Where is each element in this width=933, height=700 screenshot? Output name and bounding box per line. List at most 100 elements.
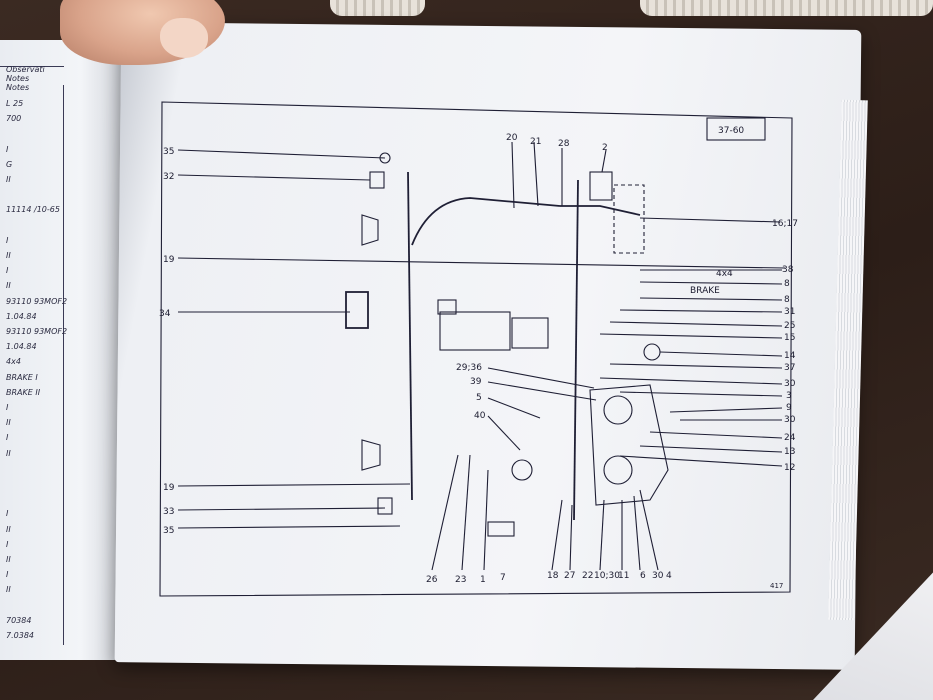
harness-branch	[411, 197, 561, 246]
diagram-label-top_labels: 20	[506, 133, 518, 143]
leader	[601, 149, 607, 173]
diagram-label-left_labels: 19	[163, 255, 175, 265]
leader	[431, 454, 459, 571]
diagram-label-bottom_labels: 30	[652, 571, 664, 581]
notes-line: II	[6, 281, 11, 291]
diagram-label-left_labels: 35	[163, 526, 174, 536]
leader	[639, 297, 783, 301]
notes-line: I	[6, 235, 9, 245]
diagram-frame	[159, 101, 793, 597]
diagram-label-right_labels: 16;17	[772, 219, 798, 229]
diagram-label-right_labels: 13	[784, 447, 795, 457]
relay-box	[613, 184, 645, 254]
gearbox-icon	[511, 317, 549, 349]
leader	[619, 309, 783, 313]
notes-line: II	[6, 524, 11, 534]
lamp-icon	[361, 439, 381, 471]
diagram-label-right_labels: 31	[784, 307, 795, 317]
notes-line: I	[6, 509, 9, 519]
wire	[639, 217, 781, 223]
indicator-icon	[643, 343, 661, 361]
leader	[639, 489, 659, 571]
label-4x4: 4x4	[716, 269, 733, 279]
leader	[639, 281, 783, 285]
leader	[599, 377, 783, 385]
main-trunk	[407, 171, 413, 501]
diagram-label-right_labels: 38	[782, 265, 794, 275]
diagram-label-top_labels: 28	[558, 139, 570, 149]
leader	[619, 455, 783, 467]
diagram-label-right_labels: 24	[784, 433, 796, 443]
leader	[487, 415, 521, 451]
page-number: 417	[770, 582, 783, 590]
leader	[633, 495, 641, 571]
wire	[177, 483, 411, 487]
notes-line: 7.0384	[6, 631, 34, 640]
diagram-label-right_labels: 8	[784, 279, 790, 289]
diagram-label-bottom_labels: 4	[666, 571, 672, 581]
notes-header-line: Notes	[6, 74, 30, 83]
diagram-label-mid_labels: 29;36	[456, 363, 482, 373]
fingernail	[160, 18, 208, 58]
notes-line: BRAKE I	[6, 372, 38, 382]
diagram-label-right_labels: 30	[784, 415, 796, 425]
diagram-label-left_labels: 34	[159, 309, 171, 319]
notes-header-rule	[0, 66, 64, 67]
switch-icon	[369, 171, 385, 189]
diagram-label-top_labels: 2	[602, 143, 608, 153]
diagram-label-right_labels: 3	[786, 391, 792, 401]
notes-line: I	[6, 266, 9, 276]
wire	[177, 507, 386, 511]
leader	[483, 469, 489, 571]
wire	[177, 257, 786, 269]
label-brake: BRAKE	[690, 286, 720, 296]
notes-line: I	[6, 433, 9, 443]
diagram-label-bottom_labels: 6	[640, 571, 646, 581]
diagram-label-right_labels: 25	[784, 321, 795, 331]
notes-line: II	[6, 585, 11, 595]
ref-box-label: 37-60	[718, 126, 744, 136]
leader	[569, 504, 573, 571]
diagram-label-right_labels: 15	[784, 333, 795, 343]
harness-branch	[560, 205, 641, 216]
notes-line: II	[6, 448, 11, 458]
ref-box	[706, 117, 766, 141]
leader	[511, 141, 515, 209]
leader	[619, 391, 783, 397]
notes-line: 93110 93MOF2	[6, 296, 68, 306]
notes-line: II	[6, 251, 11, 260]
leader	[649, 431, 783, 439]
switch-icon	[377, 497, 393, 515]
horn-icon	[345, 291, 369, 329]
notes-line: L 25	[6, 99, 24, 108]
notes-header-line: Observati	[6, 65, 45, 74]
leader	[669, 407, 783, 413]
notes-line: II	[6, 555, 11, 564]
connector-icon	[379, 152, 391, 164]
notes-line: BRAKE II	[6, 387, 41, 397]
notes-line: I	[6, 539, 9, 549]
notes-line: 1.04.84	[6, 342, 37, 352]
diagram-label-bottom_labels: 11	[618, 571, 629, 581]
notes-line: I	[6, 570, 9, 580]
lace-doily-right	[640, 0, 933, 16]
notes-line: 700	[6, 114, 22, 124]
diagram-label-bottom_labels: 23	[455, 575, 466, 585]
diagram-label-bottom_labels: 27	[564, 571, 575, 581]
diagram-label-mid_labels: 39	[470, 377, 482, 387]
module-icon	[487, 521, 515, 537]
notes-line: 93110 93MOF2	[6, 327, 68, 336]
notes-line: 70384	[6, 615, 32, 625]
lace-doily-left	[330, 0, 425, 16]
notes-line: I	[6, 144, 9, 154]
leader	[639, 445, 783, 453]
leader	[487, 397, 541, 419]
right-trunk	[573, 179, 579, 521]
instrument-cluster	[589, 384, 669, 506]
notes-line: I	[6, 403, 9, 412]
leader	[487, 381, 597, 401]
notes-line: G	[6, 159, 13, 169]
notes-line: 11114 /10-65	[6, 205, 60, 215]
